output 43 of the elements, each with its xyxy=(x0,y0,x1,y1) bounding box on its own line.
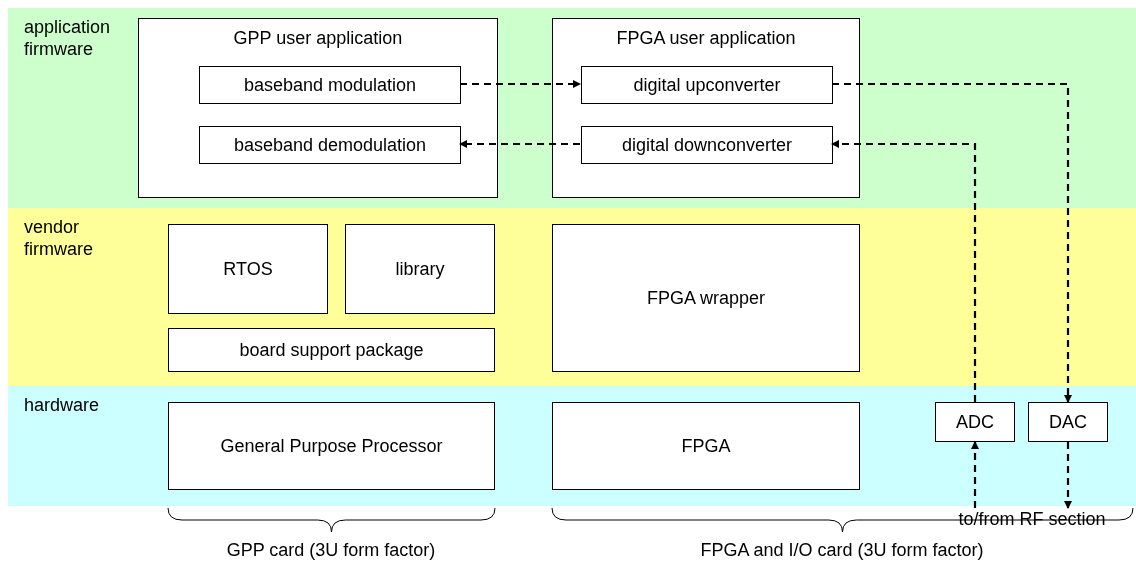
process-box xyxy=(935,402,1015,442)
process-box xyxy=(552,402,860,490)
box-label: GPP user application xyxy=(232,27,404,49)
process-box xyxy=(581,126,833,164)
process-box xyxy=(138,18,498,198)
box-label: FPGA xyxy=(680,435,732,457)
dashed-arrow xyxy=(832,82,1072,403)
process-box xyxy=(168,328,495,372)
process-box xyxy=(168,224,328,314)
box-label: FPGA user application xyxy=(615,27,797,49)
card-caption: GPP card (3U form factor) xyxy=(226,540,436,561)
layer-label: hardware xyxy=(24,394,101,416)
layer-label: application firmware xyxy=(24,16,112,60)
card-caption: FPGA and I/O card (3U form factor) xyxy=(700,540,984,561)
process-box xyxy=(581,66,833,104)
dashed-arrow xyxy=(1064,442,1072,509)
process-box xyxy=(199,66,461,104)
box-label: board support package xyxy=(238,339,425,361)
process-box xyxy=(345,224,495,314)
layer-band xyxy=(8,8,1136,208)
box-label: digital upconverter xyxy=(632,74,782,96)
layer-label: vendor firmware xyxy=(24,216,94,260)
box-label: ADC xyxy=(955,411,995,433)
layer-band xyxy=(8,386,1136,506)
box-label: General Purpose Processor xyxy=(219,435,444,457)
box-label: library xyxy=(394,258,446,280)
process-box xyxy=(552,18,860,198)
dashed-arrow xyxy=(459,140,580,148)
box-label: RTOS xyxy=(222,258,274,280)
layer-band xyxy=(8,208,1136,386)
box-label: digital downconverter xyxy=(620,134,794,156)
text-label: to/from RF section xyxy=(957,508,1107,530)
dashed-arrow xyxy=(971,441,979,508)
process-box xyxy=(168,402,495,490)
dashed-arrow xyxy=(460,80,581,88)
box-label: DAC xyxy=(1048,411,1088,433)
box-label: FPGA wrapper xyxy=(645,287,766,309)
process-box xyxy=(1028,402,1108,442)
box-label: baseband modulation xyxy=(242,74,418,96)
process-box xyxy=(552,224,860,372)
dashed-arrow xyxy=(831,140,977,402)
process-box xyxy=(199,126,461,164)
box-label: baseband demodulation xyxy=(232,134,428,156)
